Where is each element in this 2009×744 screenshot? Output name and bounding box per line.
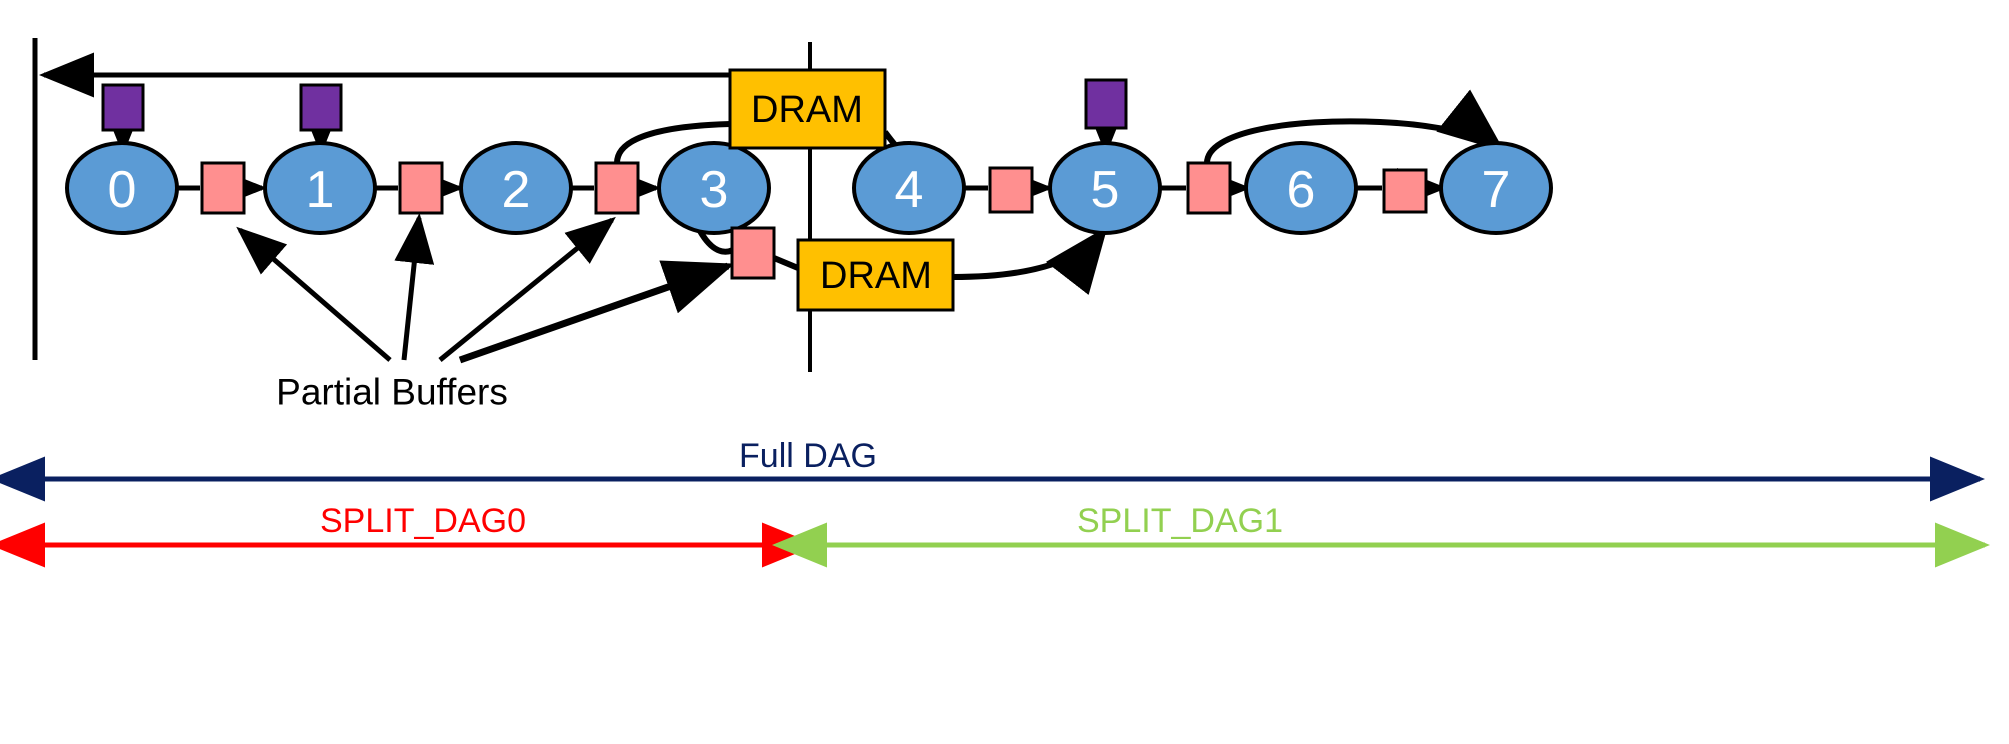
node-group: 0 1 2 3 4 5 6 7 (65, 141, 1553, 235)
node-4-label: 4 (895, 161, 924, 219)
partial-buffer-6-7[interactable] (1382, 168, 1428, 214)
node-2-shape[interactable] (459, 141, 573, 235)
partial-buffers-annotation: Partial Buffers (276, 372, 508, 413)
node-7-label: 7 (1482, 161, 1511, 219)
input-block-node-1[interactable] (299, 83, 343, 132)
split-dag0-label: SPLIT_DAG0 (320, 502, 526, 540)
leader-line-buffer01 (236, 226, 392, 362)
node-1-label: 1 (306, 161, 335, 219)
node-0-shape[interactable] (65, 141, 179, 235)
partial-buffer-4-5[interactable] (988, 166, 1034, 214)
dram-bottom-label: DRAM (820, 255, 932, 297)
partial-buffer-5-6[interactable] (1186, 161, 1232, 215)
node-3-label: 3 (700, 161, 729, 219)
partial-buffer-3-dram[interactable] (730, 226, 776, 280)
node-6-shape[interactable] (1244, 141, 1358, 235)
leader-line-buffer12 (394, 213, 435, 361)
node-0-label: 0 (108, 161, 137, 219)
input-block-node-0[interactable] (101, 83, 145, 132)
partial-buffer-1-2[interactable] (398, 161, 444, 215)
split-dag1-label: SPLIT_DAG1 (1077, 502, 1283, 540)
dram-top-label: DRAM (751, 89, 863, 131)
node-4-shape[interactable] (852, 141, 966, 235)
node-1-shape[interactable] (263, 141, 377, 235)
node-5-label: 5 (1091, 161, 1120, 219)
edge-buffer23-to-dram-top (614, 121, 731, 164)
leader-line-buffer3dram (458, 260, 735, 364)
node-6-label: 6 (1287, 161, 1316, 219)
edge-dram-bottom-to-node5 (952, 226, 1108, 295)
dram-block-group: DRAM DRAM (728, 68, 955, 312)
leader-line-buffer23 (438, 216, 616, 362)
node-3-shape[interactable] (657, 141, 771, 235)
partial-buffer-0-1[interactable] (200, 161, 246, 215)
node-2-label: 2 (502, 161, 531, 219)
input-block-node-5[interactable] (1084, 78, 1128, 130)
dram-bottom-shape[interactable] (796, 238, 955, 312)
full-dag-label: Full DAG (739, 437, 877, 475)
node-5-shape[interactable] (1048, 141, 1162, 235)
input-block-group (101, 78, 1128, 132)
edge-buffer3dram-to-dram-bottom (772, 255, 800, 271)
dram-top-shape[interactable] (728, 68, 887, 150)
partial-buffer-2-3[interactable] (594, 161, 640, 215)
edge-buffer56-skip-to-node7 (1204, 89, 1505, 164)
node-7-shape[interactable] (1439, 141, 1553, 235)
partial-buffer-group (200, 161, 1428, 280)
